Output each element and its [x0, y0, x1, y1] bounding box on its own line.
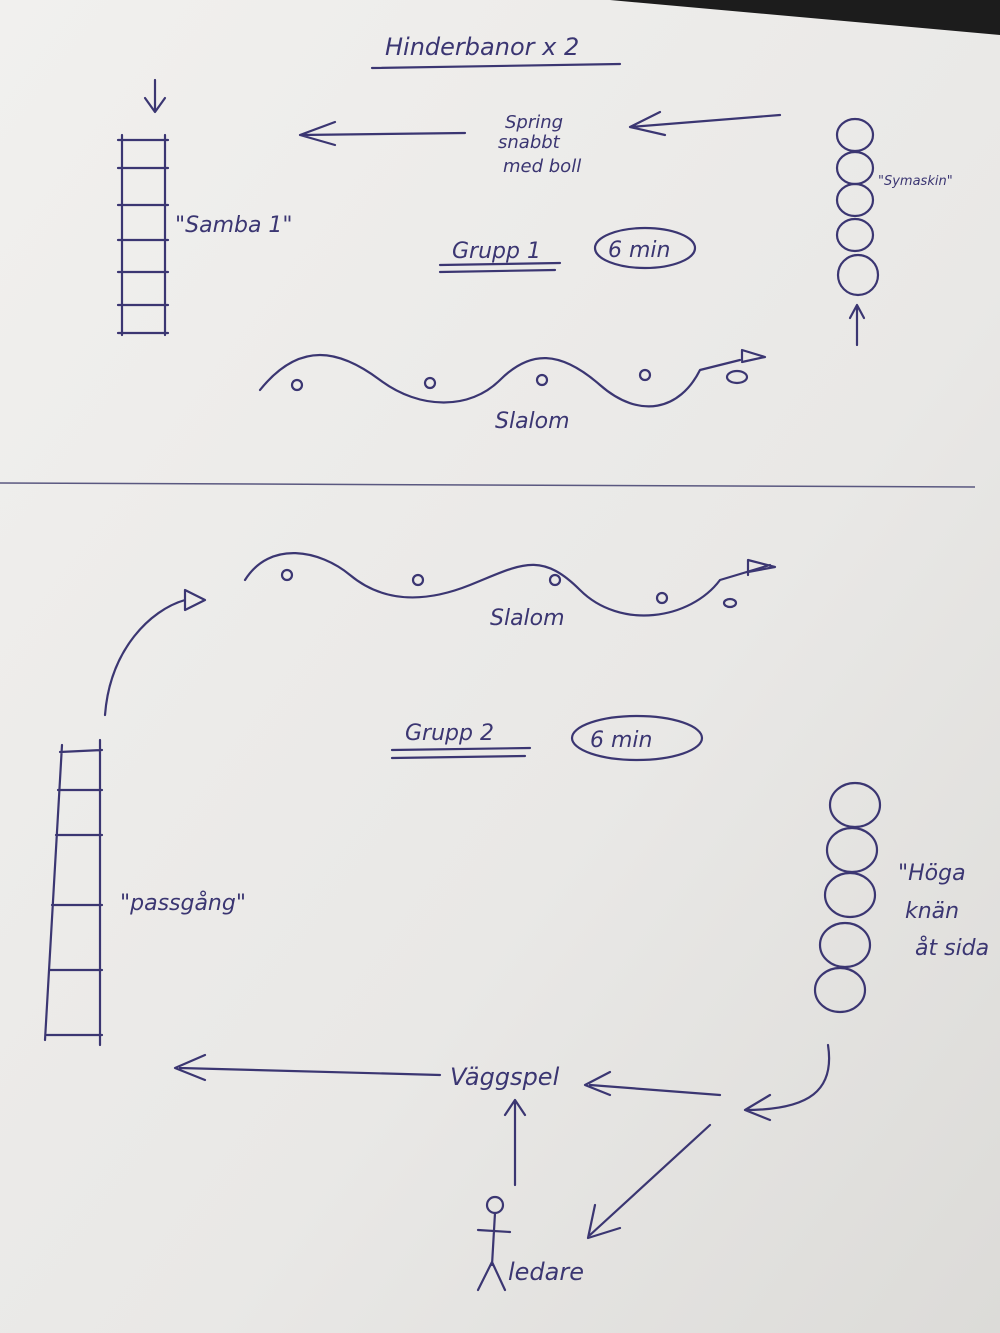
ladder-label-g2: "passgång": [120, 890, 246, 916]
rings-label-g2-2: knän: [905, 899, 959, 924]
duration-circle: [570, 714, 704, 762]
ladder-samba: [116, 133, 170, 337]
ladder-passgang: [43, 738, 104, 1047]
group2-underline: [390, 746, 532, 760]
run-instruction-2: snabbt: [498, 132, 561, 153]
slalom-g1: [258, 348, 767, 408]
rings-label-g2-1: "Höga: [898, 861, 966, 886]
slalom-label-g1: Slalom: [495, 409, 570, 434]
table-corner: [610, 0, 1000, 35]
group1-section: "Samba 1" Spring snabbt med boll Grupp 1…: [116, 78, 953, 434]
slalom-label-g2: Slalom: [490, 606, 565, 631]
left-arrow-icon: [628, 110, 782, 137]
group2-label: Grupp 2: [405, 721, 494, 746]
slalom-g2: [243, 552, 777, 617]
curved-arrow-icon: [103, 588, 207, 717]
rings-label-g1: "Symaskin": [878, 174, 953, 189]
left-arrow-icon: [298, 120, 467, 147]
rings-label-g2-3: åt sida: [915, 935, 989, 961]
title: Hinderbanor x 2: [385, 33, 579, 61]
group2-section: Slalom Grupp 2 6 min "passgång" "Höga kn…: [43, 552, 989, 1292]
down-arrow-icon: [143, 78, 167, 114]
leader-label: ledare: [508, 1258, 584, 1286]
section-divider: [0, 482, 976, 488]
duration-circle: [593, 226, 697, 270]
run-instruction-3: med boll: [503, 156, 581, 177]
rings-hoga-knan: [813, 781, 882, 1014]
left-arrow-icon: [583, 1070, 722, 1097]
rings-symaskin: [835, 117, 880, 347]
title-underline: [370, 62, 622, 70]
group2-duration: 6 min: [590, 728, 652, 753]
group1-duration: 6 min: [608, 238, 670, 263]
curved-arrow-icon: [743, 1043, 831, 1122]
up-arrow-icon: [503, 1098, 527, 1187]
ladder-label-g1: "Samba 1": [175, 213, 293, 238]
run-instruction-1: Spring: [505, 112, 563, 133]
wall-pass-label: Väggspel: [450, 1063, 560, 1091]
left-arrow-icon: [173, 1053, 442, 1082]
diagonal-arrow-icon: [586, 1123, 712, 1240]
leader-stick-figure-icon: [476, 1195, 512, 1292]
group1-label: Grupp 1: [452, 239, 541, 264]
group1-underline: [438, 261, 562, 274]
